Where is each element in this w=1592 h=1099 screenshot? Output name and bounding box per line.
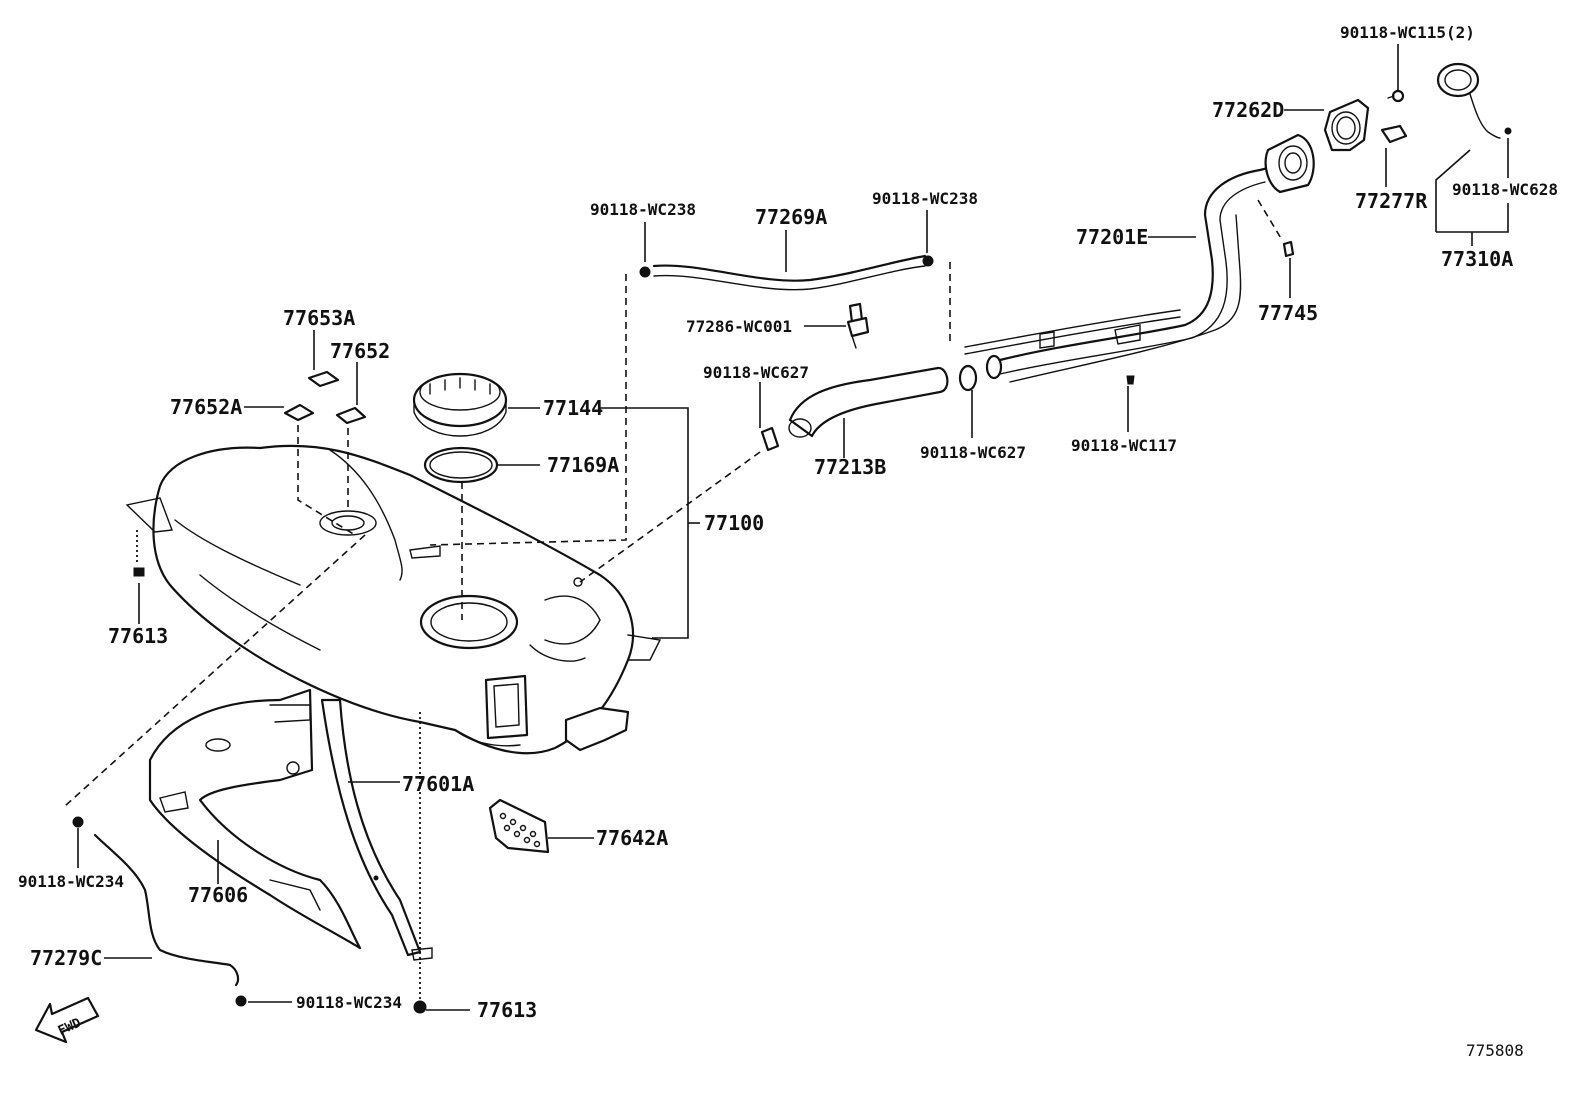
label-77286-wc001: 77286-WC001 [686, 317, 792, 336]
label-77613-left: 77613 [108, 624, 168, 648]
label-77144: 77144 [543, 396, 603, 420]
strap-77601a [320, 698, 433, 961]
part-77277r [1380, 124, 1408, 144]
label-90118-wc238-left: 90118-WC238 [590, 200, 696, 219]
pipe-77279c [93, 833, 240, 987]
label-90118-wc627-right: 90118-WC627 [920, 443, 1026, 462]
label-77601a: 77601A [402, 772, 474, 796]
label-77277r: 77277R [1355, 189, 1428, 213]
pad-77652 [335, 406, 367, 425]
retainer-ring-77144 [412, 372, 508, 437]
label-77262d: 77262D [1212, 98, 1284, 122]
label-77642a: 77642A [596, 826, 668, 850]
label-90118-wc234-bottom: 90118-WC234 [296, 993, 402, 1012]
label-77653a: 77653A [283, 306, 355, 330]
figure-number: 775808 [1466, 1041, 1524, 1060]
protector-77642a [488, 798, 550, 854]
label-77269a: 77269A [755, 205, 827, 229]
label-90118-wc117: 90118-WC117 [1071, 436, 1177, 455]
clip-90118-wc627-right [958, 364, 978, 392]
label-77310a: 77310A [1441, 247, 1513, 271]
leader-lines [77, 44, 1509, 1011]
fuel-cap-77310a [1436, 62, 1501, 139]
clip-90118-wc627-left [760, 426, 780, 452]
label-77213b: 77213B [814, 455, 886, 479]
fwd-arrow-icon [34, 996, 100, 1044]
protector-holes [499, 812, 541, 848]
bolt-77613-left [133, 567, 145, 577]
guide-lines [64, 199, 1283, 1000]
clip-90118-wc628 [1504, 127, 1512, 135]
heat-shield-77606 [148, 688, 362, 950]
label-77613-bottom: 77613 [477, 998, 537, 1022]
filler-pipe-77201e [964, 133, 1315, 383]
clip-90118-wc117 [1126, 375, 1135, 385]
label-77169a: 77169A [547, 453, 619, 477]
label-90118-wc234-left: 90118-WC234 [18, 872, 124, 891]
label-77201e: 77201E [1076, 225, 1148, 249]
label-90118-wc238-right: 90118-WC238 [872, 189, 978, 208]
fwd-arrow: FWD [34, 996, 100, 1044]
clip-90118-wc234-bottom [235, 995, 247, 1007]
label-90118-wc115: 90118-WC115(2) [1340, 23, 1475, 42]
hose-77269a [639, 254, 934, 291]
bracket-77262d [1323, 98, 1370, 152]
label-90118-wc627-left: 90118-WC627 [703, 363, 809, 382]
label-77652a: 77652A [170, 395, 242, 419]
clamp-77286-wc001 [846, 302, 870, 349]
bolt-90118-wc115 [1387, 89, 1405, 103]
label-77652: 77652 [330, 339, 390, 363]
pad-77652a [283, 403, 315, 422]
clip-90118-wc234-left [72, 816, 84, 828]
label-77100: 77100 [704, 511, 764, 535]
label-77606: 77606 [188, 883, 248, 907]
label-77279c: 77279C [30, 946, 102, 970]
label-90118-wc628: 90118-WC628 [1452, 180, 1558, 199]
bolt-77613-bottom [413, 1000, 427, 1014]
part-labels: 77653A 77652 77652A 77144 77169A 77100 7… [18, 23, 1558, 1022]
gasket-77169a [423, 446, 499, 484]
hinge-77745 [1282, 240, 1295, 258]
hose-77213b [788, 366, 949, 438]
fuel-tank [125, 444, 662, 755]
label-77745: 77745 [1258, 301, 1318, 325]
pad-77653a [307, 370, 340, 388]
